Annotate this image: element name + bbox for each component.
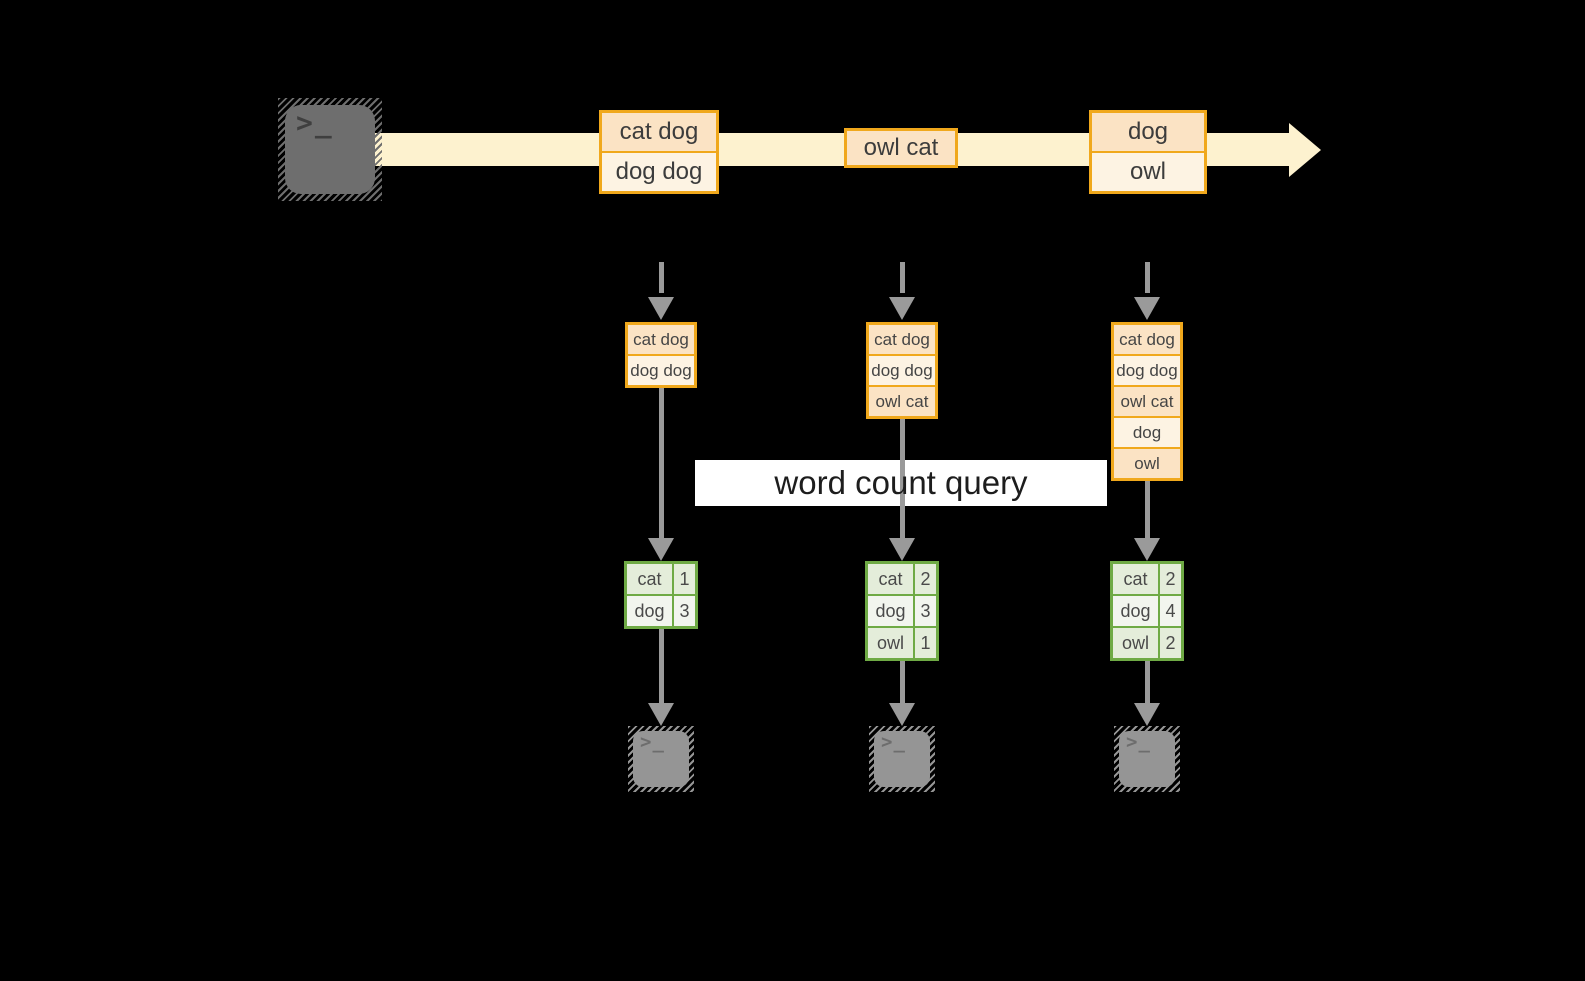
state-box-1: cat dog dog dog — [625, 322, 697, 388]
batch-line: owl — [1092, 153, 1204, 191]
microbatch-arrow-dash-2 — [900, 262, 905, 293]
stream-arrow-head — [1289, 123, 1321, 177]
terminal-screen: >_ — [874, 731, 930, 787]
state-line: dog dog — [628, 356, 694, 385]
state-line: owl cat — [869, 387, 935, 416]
sink-terminal-icon-1: >_ — [628, 726, 694, 792]
state-line: dog — [1114, 418, 1180, 447]
microbatch-arrow-dash-1 — [659, 262, 664, 293]
word-cell: cat — [868, 564, 913, 594]
result-arrow-head-1 — [648, 703, 674, 726]
terminal-prompt-icon: >_ — [881, 731, 906, 753]
terminal-screen: >_ — [285, 105, 375, 194]
query-label-text: word count query — [774, 464, 1028, 501]
state-line: dog dog — [869, 356, 935, 385]
query-arrow-line-1 — [659, 388, 664, 539]
sink-terminal-icon-2: >_ — [869, 726, 935, 792]
state-box-3: cat dog dog dog owl cat dog owl — [1111, 322, 1183, 481]
count-cell: 1 — [915, 628, 936, 658]
result-arrow-line-2 — [900, 661, 905, 703]
count-cell: 4 — [1160, 596, 1181, 626]
result-arrow-head-3 — [1134, 703, 1160, 726]
query-arrow-head-1 — [648, 538, 674, 561]
word-cell: cat — [627, 564, 672, 594]
result-arrow-head-2 — [889, 703, 915, 726]
terminal-screen: >_ — [1119, 731, 1175, 787]
wordcount-table-3: cat 2 dog 4 owl 2 — [1110, 561, 1184, 661]
terminal-prompt-icon: >_ — [640, 731, 665, 753]
query-arrow-line-2 — [900, 419, 905, 539]
count-cell: 2 — [1160, 564, 1181, 594]
count-cell: 2 — [1160, 628, 1181, 658]
sink-terminal-icon-3: >_ — [1114, 726, 1180, 792]
terminal-prompt-icon: >_ — [296, 106, 334, 139]
microbatch-arrow-head-3 — [1134, 297, 1160, 320]
state-line: owl — [1114, 449, 1180, 478]
word-cell: owl — [868, 628, 913, 658]
microbatch-arrow-head-2 — [889, 297, 915, 320]
count-cell: 3 — [674, 596, 695, 626]
state-line: cat dog — [869, 325, 935, 354]
terminal-prompt-icon: >_ — [1126, 731, 1151, 753]
word-cell: cat — [1113, 564, 1158, 594]
batch-line: owl cat — [847, 131, 955, 165]
stream-batch-1: cat dog dog dog — [599, 110, 719, 194]
word-cell: dog — [1113, 596, 1158, 626]
source-terminal-icon: >_ — [278, 98, 382, 201]
state-line: owl cat — [1114, 387, 1180, 416]
state-line: cat dog — [628, 325, 694, 354]
result-arrow-line-1 — [659, 629, 664, 703]
query-arrow-head-3 — [1134, 538, 1160, 561]
count-cell: 2 — [915, 564, 936, 594]
query-arrow-head-2 — [889, 538, 915, 561]
word-cell: owl — [1113, 628, 1158, 658]
microbatch-arrow-dash-3 — [1145, 262, 1150, 293]
batch-line: cat dog — [602, 113, 716, 151]
count-cell: 1 — [674, 564, 695, 594]
terminal-screen: >_ — [633, 731, 689, 787]
microbatch-arrow-head-1 — [648, 297, 674, 320]
batch-line: dog dog — [602, 153, 716, 191]
batch-line: dog — [1092, 113, 1204, 151]
state-line: cat dog — [1114, 325, 1180, 354]
wordcount-table-1: cat 1 dog 3 — [624, 561, 698, 629]
stream-batch-3: dog owl — [1089, 110, 1207, 194]
state-box-2: cat dog dog dog owl cat — [866, 322, 938, 419]
stream-batch-2: owl cat — [844, 128, 958, 168]
word-cell: dog — [868, 596, 913, 626]
count-cell: 3 — [915, 596, 936, 626]
state-line: dog dog — [1114, 356, 1180, 385]
result-arrow-line-3 — [1145, 661, 1150, 703]
wordcount-table-2: cat 2 dog 3 owl 1 — [865, 561, 939, 661]
query-arrow-line-3 — [1145, 481, 1150, 539]
word-cell: dog — [627, 596, 672, 626]
